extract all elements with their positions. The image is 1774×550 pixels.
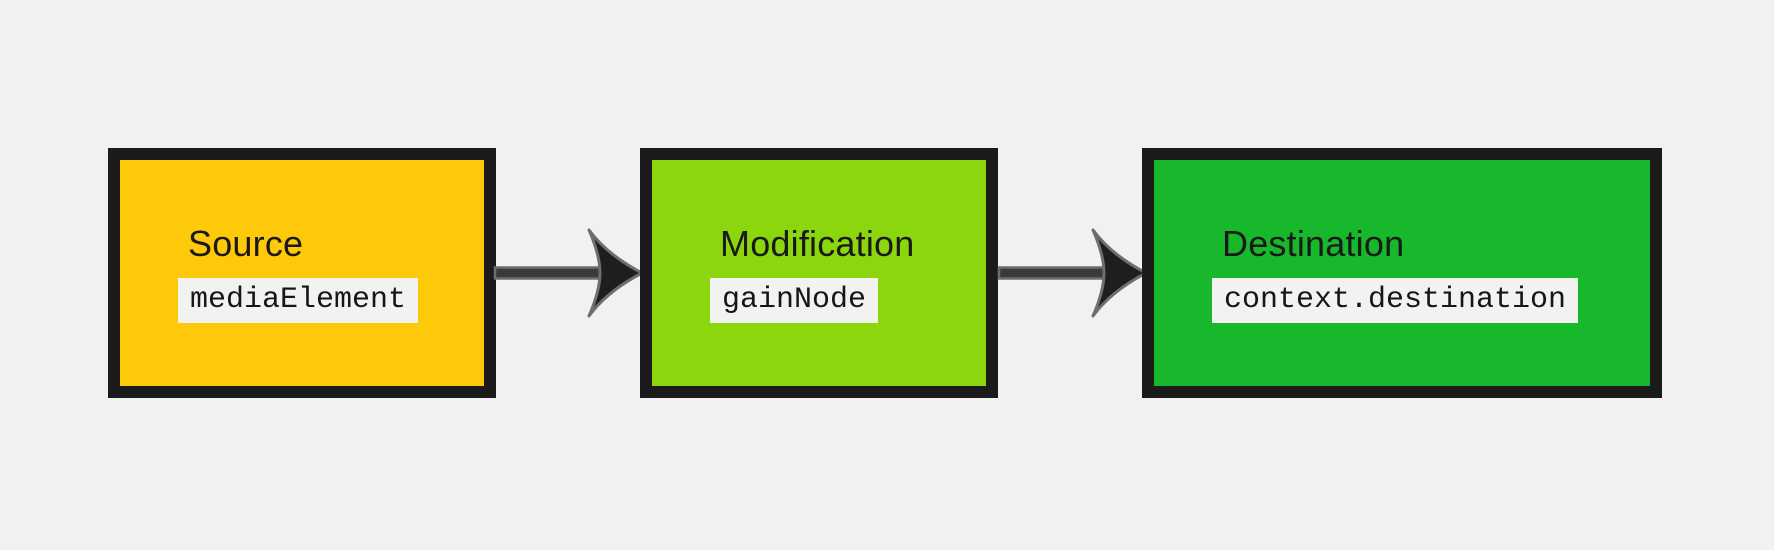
- node-modification-title: Modification: [720, 223, 915, 264]
- node-destination-code-chip: context.destination: [1212, 278, 1579, 323]
- arrow-shaft: [997, 266, 1108, 280]
- arrow-head: [587, 228, 644, 318]
- connector-arrow-source-to-modification-icon: [493, 228, 644, 318]
- node-source-title: Source: [188, 223, 304, 264]
- node-modification-code-chip: gainNode: [710, 278, 879, 323]
- arrow-head: [1091, 228, 1148, 318]
- node-destination-title: Destination: [1222, 223, 1405, 264]
- node-source-code-chip: mediaElement: [178, 278, 419, 323]
- node-source: Source mediaElement: [108, 148, 496, 398]
- arrow-shaft: [493, 266, 604, 280]
- node-destination: Destination context.destination: [1142, 148, 1662, 398]
- connector-arrow-modification-to-destination-icon: [997, 228, 1148, 318]
- node-modification: Modification gainNode: [640, 148, 998, 398]
